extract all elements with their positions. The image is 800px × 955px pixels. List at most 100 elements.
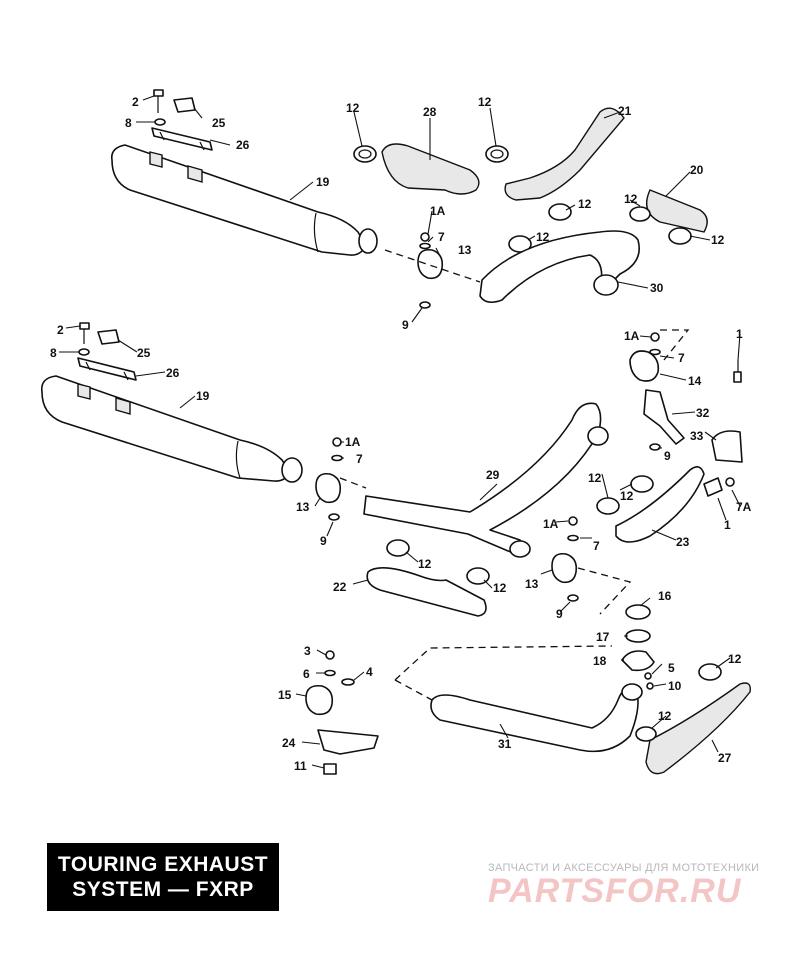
- callout-12: 12: [578, 197, 592, 211]
- clamp-12-set-right: [508, 203, 692, 253]
- lower-bolt-2: [79, 322, 90, 344]
- upper-mount-bracket-26: [151, 127, 213, 151]
- lower-mount-bracket-26: [77, 357, 137, 381]
- upper-nut-25: [173, 97, 196, 113]
- callout-10: 10: [668, 679, 682, 693]
- lower-washer-8: [78, 348, 90, 356]
- callout-11: 11: [294, 759, 307, 773]
- callout-8: 8: [50, 346, 57, 360]
- callout-7: 7: [593, 539, 600, 553]
- bracket-14-assembly: [629, 332, 743, 497]
- heat-shield-22: [366, 567, 487, 617]
- callout-17: 17: [596, 630, 610, 644]
- gasket-stack: [621, 604, 655, 690]
- callout-12: 12: [536, 230, 550, 244]
- callout-12: 12: [346, 101, 360, 115]
- callout-1A: 1A: [430, 204, 446, 218]
- callout-12: 12: [624, 192, 638, 206]
- callout-25: 25: [137, 346, 151, 360]
- clamp-12-mid: [386, 539, 490, 585]
- callout-26: 26: [236, 138, 250, 152]
- callout-7: 7: [356, 452, 363, 466]
- callout-19: 19: [196, 389, 210, 403]
- crossover-pipe-29: [363, 402, 602, 557]
- lower-nut-25: [97, 329, 120, 345]
- callout-22: 22: [333, 580, 347, 594]
- callout-1: 1: [736, 327, 743, 341]
- callout-9: 9: [556, 607, 563, 621]
- callout-6: 6: [303, 667, 310, 681]
- callout-7: 7: [438, 230, 445, 244]
- callout-29: 29: [486, 468, 500, 482]
- diagram-title-box: TOURING EXHAUST SYSTEM — FXRP: [47, 843, 279, 911]
- heat-shield-27: [645, 682, 751, 775]
- callout-3: 3: [304, 644, 311, 658]
- callout-8: 8: [125, 116, 132, 130]
- callout-13: 13: [296, 500, 310, 514]
- callout-5: 5: [668, 661, 675, 675]
- bracket-alignment: [660, 329, 690, 361]
- callout-1: 1: [724, 518, 731, 532]
- watermark-logo: PARTSFOR.RU: [488, 872, 742, 910]
- callout-16: 16: [658, 589, 672, 603]
- callout-1A: 1A: [543, 517, 559, 531]
- callout-32: 32: [696, 406, 710, 420]
- lower-muffler-19: [40, 375, 303, 483]
- callout-24: 24: [282, 736, 296, 750]
- callout-12: 12: [620, 489, 634, 503]
- callout-12: 12: [478, 95, 492, 109]
- callout-18: 18: [593, 654, 607, 668]
- callout-9: 9: [320, 534, 327, 548]
- callout-13: 13: [525, 577, 539, 591]
- upper-alignment-line: [384, 249, 481, 283]
- clamp-12-top-left: [353, 145, 377, 163]
- callout-1A: 1A: [345, 435, 361, 449]
- callout-labels: 2 8 25 26 19 12 28 12 21 20 12 12 12 12 …: [50, 95, 752, 773]
- clamp-13-left: [315, 437, 343, 521]
- callout-7A: 7A: [736, 500, 752, 514]
- clamp-13-upper: [417, 232, 444, 309]
- callout-12: 12: [493, 581, 507, 595]
- callout-27: 27: [718, 751, 732, 765]
- callout-25: 25: [212, 116, 226, 130]
- callout-12: 12: [711, 233, 725, 247]
- callout-20: 20: [690, 163, 704, 177]
- callout-15: 15: [278, 688, 292, 702]
- callout-14: 14: [688, 374, 702, 388]
- clamp-12-lower: [635, 663, 722, 742]
- callout-7: 7: [678, 351, 685, 365]
- callout-19: 19: [316, 175, 330, 189]
- callout-9: 9: [664, 449, 671, 463]
- callout-31: 31: [498, 737, 512, 751]
- heat-shield-21: [504, 107, 625, 201]
- callout-30: 30: [650, 281, 664, 295]
- callout-4: 4: [366, 665, 373, 679]
- clamp-13-right: [551, 516, 579, 602]
- rear-bracket-assembly: [305, 650, 379, 775]
- callout-26: 26: [166, 366, 180, 380]
- callout-12: 12: [658, 709, 672, 723]
- callout-2: 2: [132, 95, 139, 109]
- rear-pipe-31: [430, 687, 639, 753]
- callout-1A: 1A: [624, 329, 640, 343]
- callout-33: 33: [690, 429, 704, 443]
- callout-28: 28: [423, 105, 437, 119]
- callout-9: 9: [402, 318, 409, 332]
- callout-13: 13: [458, 243, 472, 257]
- callout-12: 12: [418, 557, 432, 571]
- upper-washer-8: [154, 118, 166, 126]
- callout-21: 21: [618, 104, 632, 118]
- lower-alignment-line: [339, 477, 632, 681]
- title-line-1: TOURING EXHAUST: [57, 853, 269, 876]
- callout-12: 12: [728, 652, 742, 666]
- title-line-2: SYSTEM — FXRP: [72, 878, 254, 901]
- leader-lines: [59, 95, 741, 769]
- callout-12: 12: [588, 471, 602, 485]
- upper-muffler-19: [110, 144, 378, 256]
- clamp-12-top-mid: [485, 145, 509, 163]
- heat-shield-23: [615, 466, 705, 543]
- callout-2: 2: [57, 323, 64, 337]
- callout-23: 23: [676, 535, 690, 549]
- watermark-caption: ЗАПЧАСТИ И АКСЕССУАРЫ ДЛЯ МОТОТЕХНИКИ: [488, 862, 760, 874]
